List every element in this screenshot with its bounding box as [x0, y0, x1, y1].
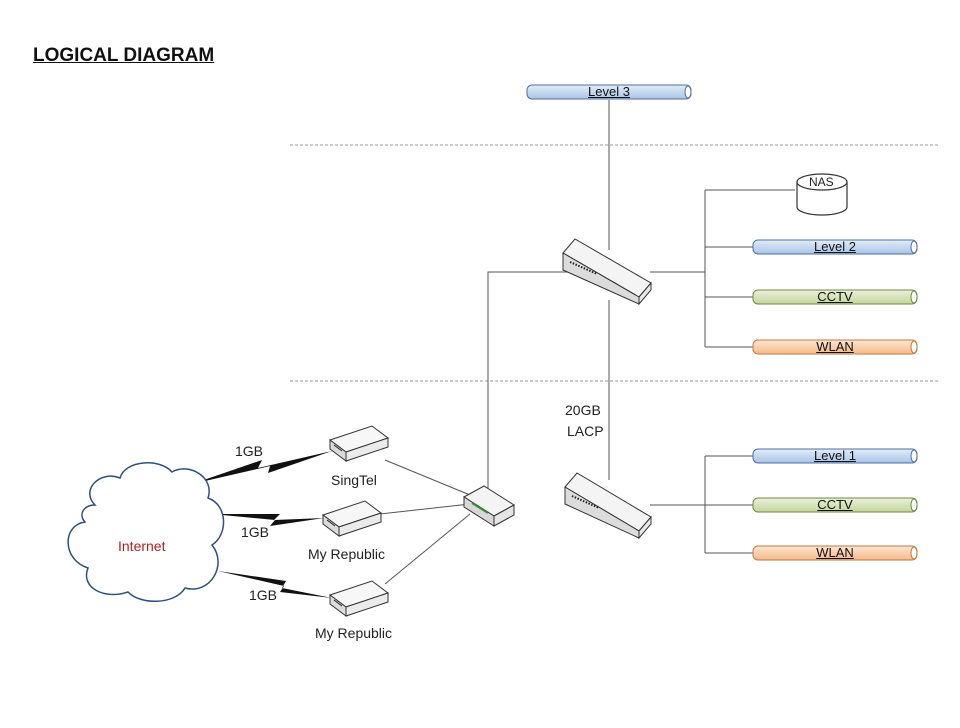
- lightning-icon: [192, 451, 332, 484]
- segment-label-level1: Level 1: [814, 448, 856, 463]
- segment-pill-level1: [752, 448, 918, 464]
- wan-link-label-1: 1GB: [235, 443, 264, 459]
- modem-myrepublic-1: [321, 500, 383, 537]
- core-switch-lower: [564, 472, 652, 540]
- page-title: LOGICAL DIAGRAM: [33, 45, 215, 66]
- lacp-speed-label: 20GB: [565, 402, 601, 418]
- connection-lines: [379, 100, 795, 585]
- wan-lightning-bolts: [192, 451, 332, 598]
- segment-label-wlan-upper: WLAN: [816, 339, 854, 354]
- modem-label-singtel: SingTel: [331, 472, 377, 488]
- internet-cloud-icon: [67, 462, 225, 603]
- segment-label-wlan-lower: WLAN: [816, 545, 854, 560]
- segment-pill-level2: [752, 239, 918, 255]
- segment-pill-cctv-upper: [752, 289, 918, 305]
- segment-label-level3: Level 3: [588, 84, 630, 99]
- segment-label-cctv-lower: CCTV: [817, 497, 853, 512]
- wan-link-label-3: 1GB: [249, 587, 278, 603]
- modem-label-myrepublic-1: My Republic: [308, 546, 386, 562]
- nas-storage-icon: [796, 173, 848, 216]
- lacp-type-label: LACP: [567, 423, 604, 439]
- modem-myrepublic-2: [328, 580, 390, 617]
- segment-label-cctv-upper: CCTV: [817, 289, 853, 304]
- segment-pill-wlan-upper: [752, 339, 918, 355]
- nas-label: NAS: [809, 175, 834, 189]
- segment-label-level2: Level 2: [814, 239, 856, 254]
- modem-label-myrepublic-2: My Republic: [315, 625, 393, 641]
- internet-label: Internet: [118, 538, 166, 554]
- segment-pill-wlan-lower: [752, 545, 918, 561]
- router-icon: [463, 485, 515, 527]
- wan-link-label-2: 1GB: [241, 524, 270, 540]
- modem-singtel: [328, 425, 390, 462]
- segment-pill-level3: [526, 84, 692, 100]
- core-switch-upper: [562, 238, 652, 306]
- lightning-icon: [212, 514, 324, 526]
- segment-pill-cctv-lower: [752, 497, 918, 513]
